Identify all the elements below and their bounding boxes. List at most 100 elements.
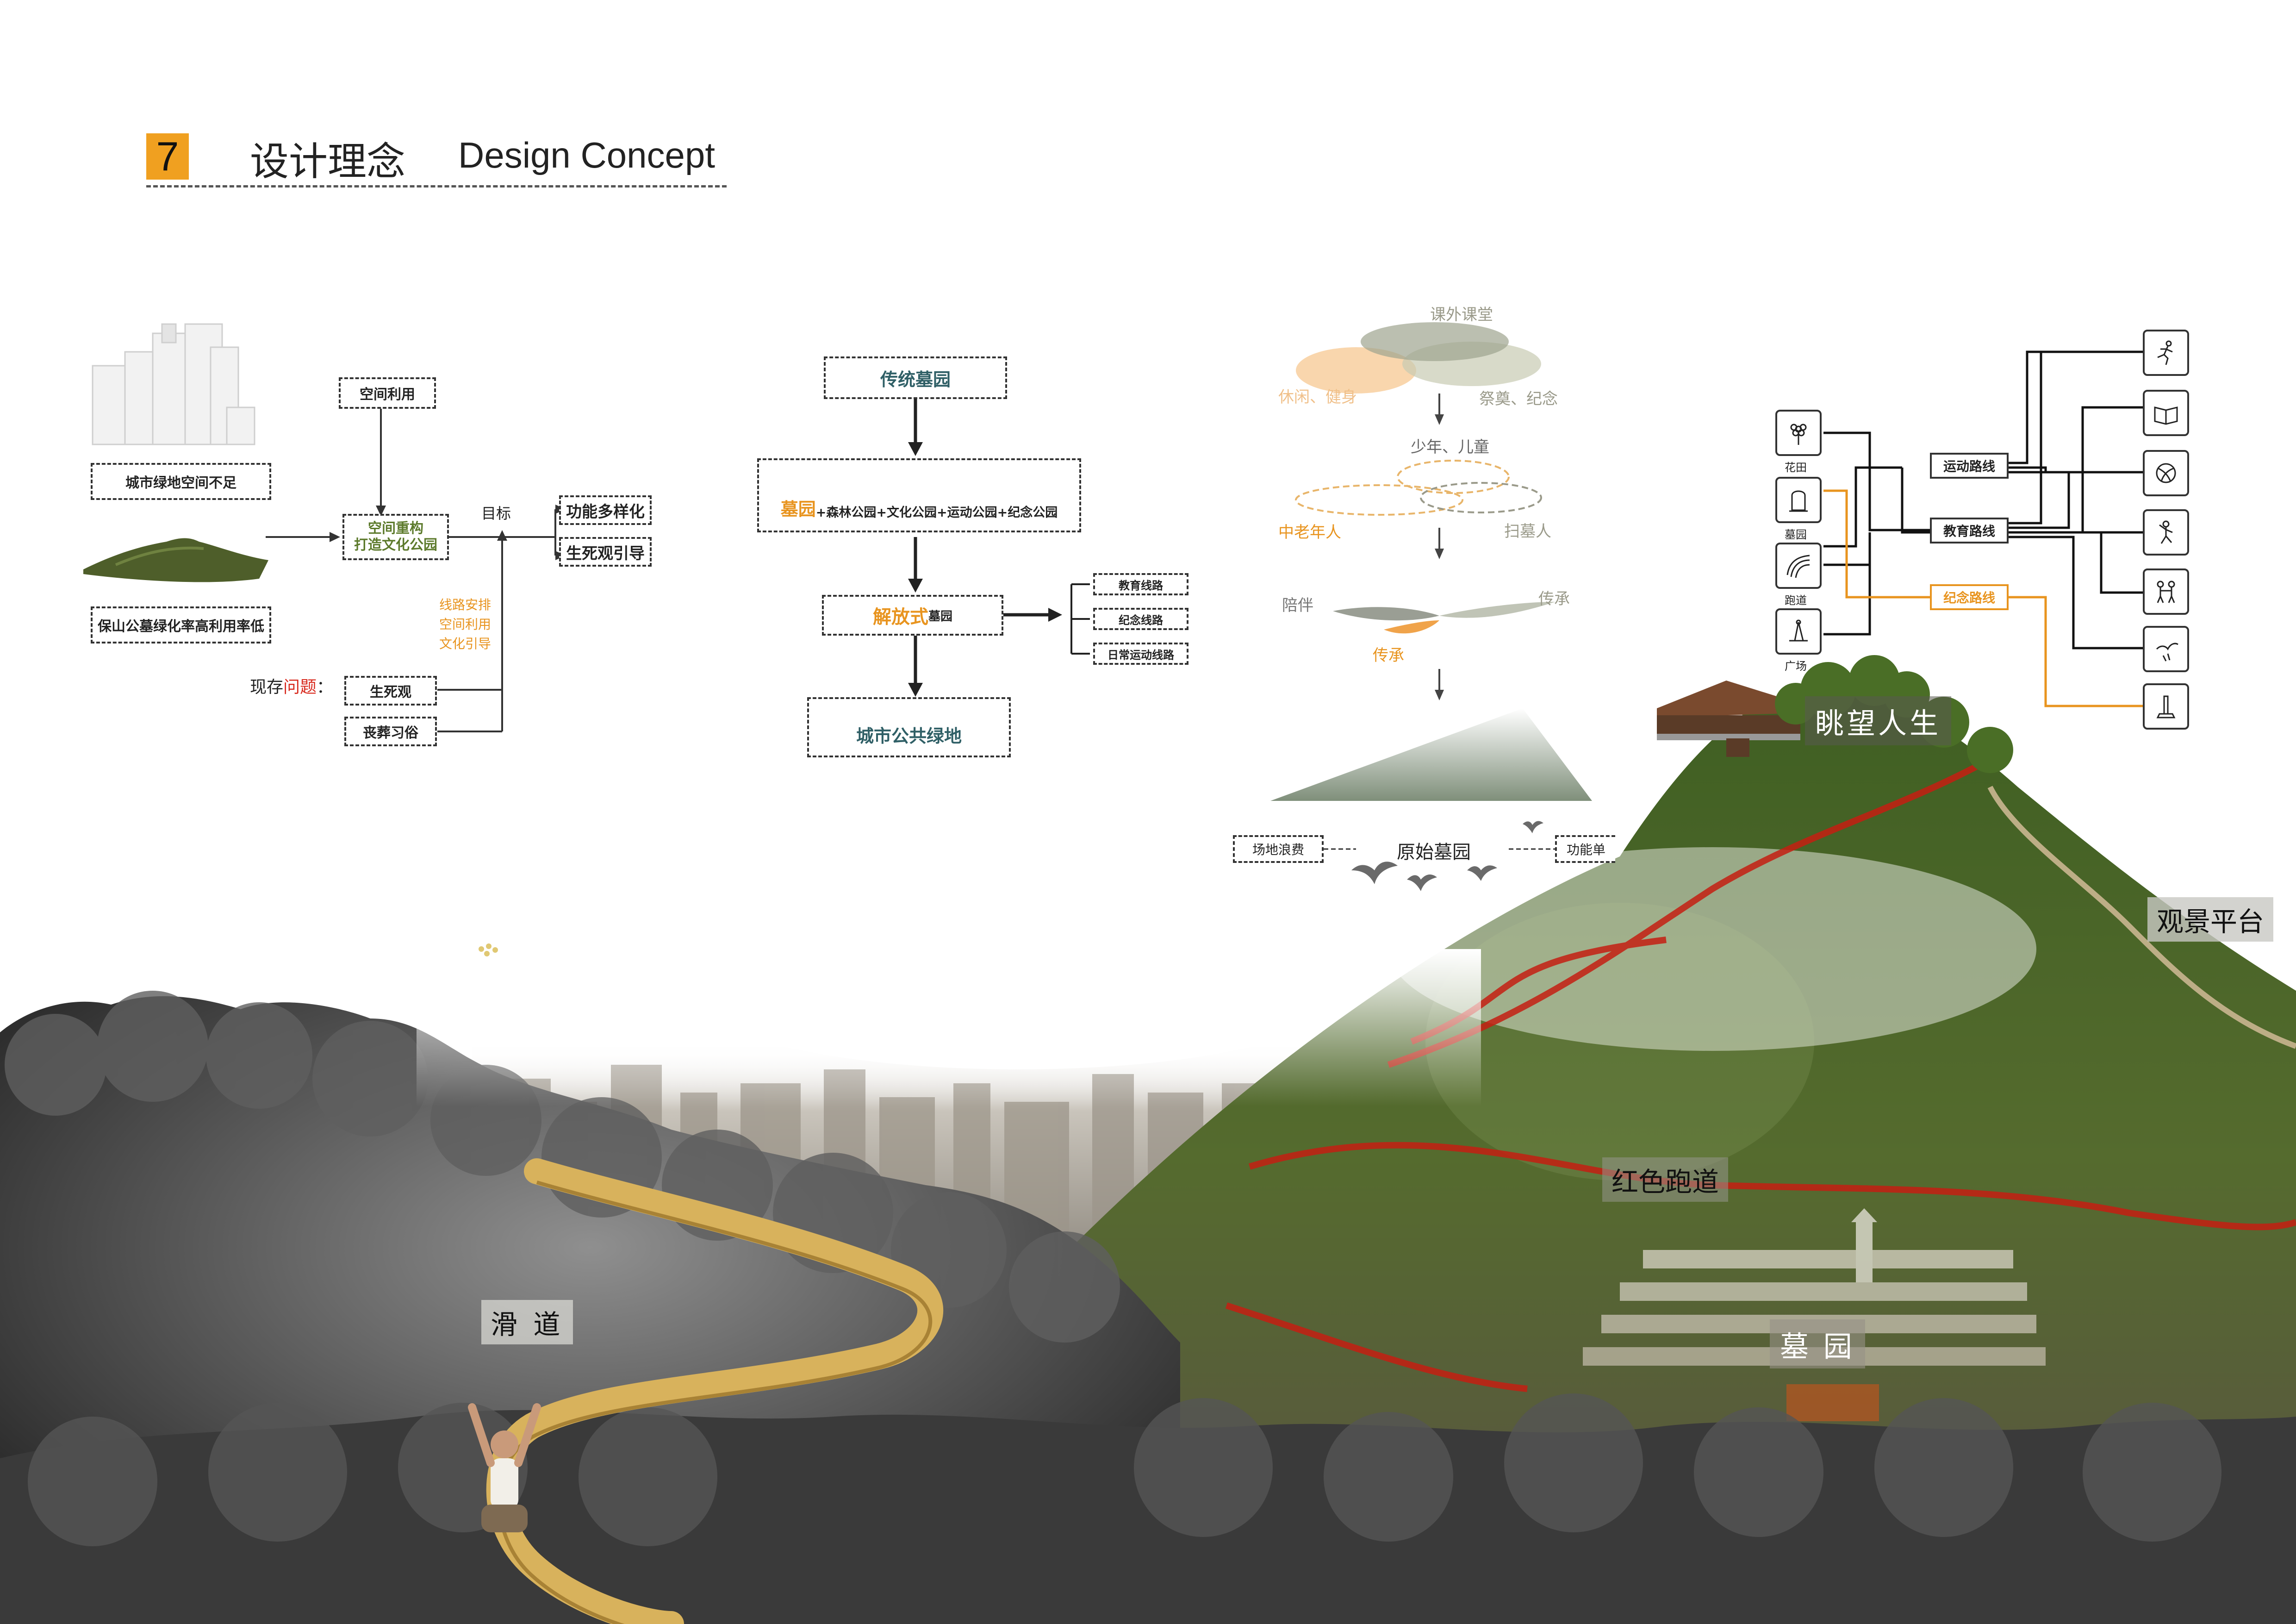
center-inherit-label: 传承 xyxy=(1373,646,1404,665)
single-function-box: 功能单 xyxy=(1555,835,1615,863)
section-number: 7 xyxy=(146,133,189,180)
open-cemetery-box: 解放式墓园 xyxy=(822,595,1003,636)
plaza-icon-box xyxy=(1775,608,1822,655)
monument-icon-box xyxy=(2143,683,2189,730)
flower-field-label: 花田 xyxy=(1785,461,1807,474)
runner-icon xyxy=(2157,340,2173,365)
book-icon-box xyxy=(2143,390,2189,436)
monument-icon xyxy=(2156,695,2176,718)
route-box-education: 教育线路 xyxy=(1093,573,1188,595)
route-memorial: 纪念路线 xyxy=(1930,584,2009,610)
memorial-route-line xyxy=(1823,489,1930,599)
issue-box-life-death-view: 生死观 xyxy=(344,676,437,706)
ball-icon-box xyxy=(2143,450,2189,496)
elders-label: 中老年人 xyxy=(1278,523,1341,542)
problem-box-green-space: 城市绿地空间不足 xyxy=(91,463,271,500)
flower-icon xyxy=(1790,424,1807,445)
mountain xyxy=(1018,689,2296,1624)
leisure-label: 休闲、健身 xyxy=(1278,388,1357,406)
existing-problems-label: 现存问题： xyxy=(250,674,333,698)
strategy-item: 线路安排 xyxy=(439,597,491,612)
cemetery-tag: 墓 园 xyxy=(1770,1319,1865,1368)
existing-prefix: 现存 xyxy=(250,678,284,697)
original-cemetery-label: 原始墓园 xyxy=(1397,842,1471,863)
open-sub: 墓园 xyxy=(928,609,952,624)
companion-blade xyxy=(1333,607,1439,621)
platform-path xyxy=(1987,786,2296,1049)
companion-label: 陪伴 xyxy=(1282,596,1313,615)
goal-label: 目标 xyxy=(481,505,511,522)
center-blade xyxy=(1384,620,1439,634)
ball-icon xyxy=(2156,463,2176,483)
tomb-icon-box xyxy=(1775,477,1822,523)
mountain-triangle xyxy=(1270,708,1592,801)
leisure-ellipse xyxy=(1296,347,1416,394)
combo-rest: +森林公园+文化公园+运动公园+纪念公园 xyxy=(815,506,1058,520)
goal-box-function: 功能多样化 xyxy=(559,495,652,525)
tomb-label: 墓园 xyxy=(1785,528,1807,541)
family-icon xyxy=(2157,581,2175,603)
climber-icon-box xyxy=(2143,509,2189,556)
overlook-life-tag: 眺望人生 xyxy=(1805,696,1952,745)
mourners-dashed-ellipse xyxy=(1420,482,1542,513)
flower-field-icon-box xyxy=(1775,410,1822,456)
strategy-list: 线路安排 空间利用 文化引导 xyxy=(435,595,495,654)
orange-foliage xyxy=(1786,1384,1879,1421)
after-school-class-label: 课外课堂 xyxy=(1430,306,1493,324)
track-icon xyxy=(1786,555,1810,578)
route-education: 教育路线 xyxy=(1930,518,2009,543)
urban-green-text: 城市公共绿地 xyxy=(856,726,962,746)
city-sketch-icon xyxy=(92,323,255,445)
climber-icon xyxy=(2159,520,2173,544)
person-on-slide xyxy=(468,1403,541,1532)
family-icon-box xyxy=(2143,568,2189,615)
route-memorial-text: 纪念路线 xyxy=(1943,590,1995,606)
plaza-label: 广场 xyxy=(1785,660,1807,673)
title-underline xyxy=(146,185,727,187)
combo-main: 墓园 xyxy=(780,499,816,519)
bird-icons xyxy=(1351,821,1543,891)
plaza-icon xyxy=(1789,619,1808,642)
existing-word: 问题 xyxy=(283,678,317,697)
bottom-tree-clusters xyxy=(28,1393,2221,1546)
viewing-platform-tag: 观景平台 xyxy=(2147,897,2274,942)
strategy-item: 空间利用 xyxy=(439,617,491,632)
space-use-box: 空间利用 xyxy=(339,377,436,409)
mourners-label: 扫墓人 xyxy=(1504,522,1551,541)
tomb-icon xyxy=(1789,490,1808,512)
red-track-tag: 红色跑道 xyxy=(1602,1157,1729,1202)
issue-box-funeral-custom: 丧葬习俗 xyxy=(344,717,437,746)
slide-path xyxy=(486,1158,944,1624)
existing-colon: ： xyxy=(317,678,334,697)
inherit-blade xyxy=(1439,602,1555,618)
traditional-cemetery-box: 传统墓园 xyxy=(824,356,1007,399)
combo-park-box: 墓园+森林公园+文化公园+运动公园+纪念公园 xyxy=(757,458,1081,532)
route-box-daily-sport: 日常运动线路 xyxy=(1093,643,1188,665)
children-label: 少年、儿童 xyxy=(1411,438,1489,456)
page-title-en: Design Concept xyxy=(458,135,715,175)
strategy-item: 文化引导 xyxy=(439,636,491,651)
inherit-label: 传承 xyxy=(1538,590,1570,608)
goal-box-life-death: 生死观引导 xyxy=(559,537,652,567)
runner-icon-box xyxy=(2143,330,2189,376)
cemetery-terraces xyxy=(1583,1208,2046,1366)
page-title-cn: 设计理念 xyxy=(250,139,406,184)
center-box-restructure: 空间重构 打造文化公园 xyxy=(342,514,449,560)
track-label: 跑道 xyxy=(1785,594,1807,607)
red-track-path xyxy=(1225,756,2296,1392)
green-hill-icon xyxy=(83,538,268,582)
bird-icon xyxy=(2156,643,2178,662)
urban-green-box: 城市公共绿地 xyxy=(807,697,1011,757)
route-sport: 运动路线 xyxy=(1930,453,2009,479)
book-icon xyxy=(2154,406,2178,425)
problem-box-cemetery: 保山公墓绿化率高利用率低 xyxy=(91,606,271,643)
traditional-cemetery-text: 传统墓园 xyxy=(880,369,951,390)
bird-icon-box xyxy=(2143,626,2189,672)
elders-dashed-ellipse xyxy=(1295,484,1463,516)
route-box-memorial: 纪念线路 xyxy=(1093,608,1188,630)
children-dashed-ellipse xyxy=(1397,460,1510,494)
open-main: 解放式 xyxy=(872,606,928,628)
